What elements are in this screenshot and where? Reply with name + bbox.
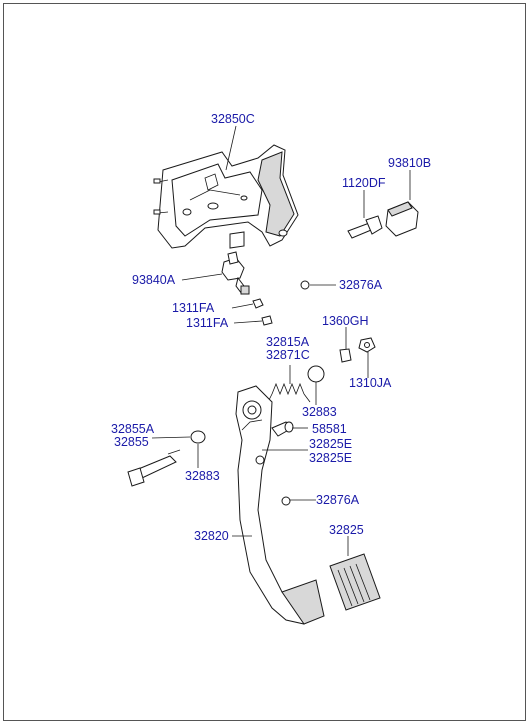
label-32825E-1: 32825E	[309, 437, 352, 451]
label-32883-top: 32883	[302, 405, 337, 419]
label-1311FA-2: 1311FA	[186, 316, 229, 330]
label-58581: 58581	[312, 422, 347, 436]
label-32855A: 32855A	[111, 422, 155, 436]
label-32876A-top: 32876A	[339, 278, 383, 292]
pin-58581	[271, 421, 294, 437]
label-93840A: 93840A	[132, 273, 176, 287]
bolt-1120df	[347, 215, 383, 239]
label-32820: 32820	[194, 529, 229, 543]
label-32825: 32825	[329, 523, 364, 537]
label-32876A-bottom: 32876A	[316, 493, 360, 507]
clip-93810b	[385, 201, 419, 237]
pivot-bolt-32855	[127, 449, 181, 487]
pedal-bracket	[153, 144, 299, 249]
brake-pedal-arm	[235, 385, 325, 625]
small-hardware	[190, 280, 376, 506]
leader-lines	[151, 125, 411, 556]
label-1360GH: 1360GH	[322, 314, 369, 328]
label-93810B: 93810B	[388, 156, 431, 170]
label-1310JA: 1310JA	[349, 376, 392, 390]
stop-lamp-switch	[221, 251, 250, 295]
label-32871C: 32871C	[266, 348, 310, 362]
part-labels: 32850C 93810B 1120DF 93840A 32876A 1311F…	[111, 112, 431, 543]
label-1120DF: 1120DF	[342, 176, 386, 190]
label-32850C: 32850C	[211, 112, 255, 126]
label-32855: 32855	[114, 435, 149, 449]
label-32815A: 32815A	[266, 335, 310, 349]
label-32883-bottom: 32883	[185, 469, 220, 483]
return-spring	[267, 382, 311, 403]
label-32825E-2: 32825E	[309, 451, 352, 465]
label-1311FA-1: 1311FA	[172, 301, 215, 315]
pedal-pad	[329, 553, 381, 611]
diagram-frame	[3, 3, 526, 721]
